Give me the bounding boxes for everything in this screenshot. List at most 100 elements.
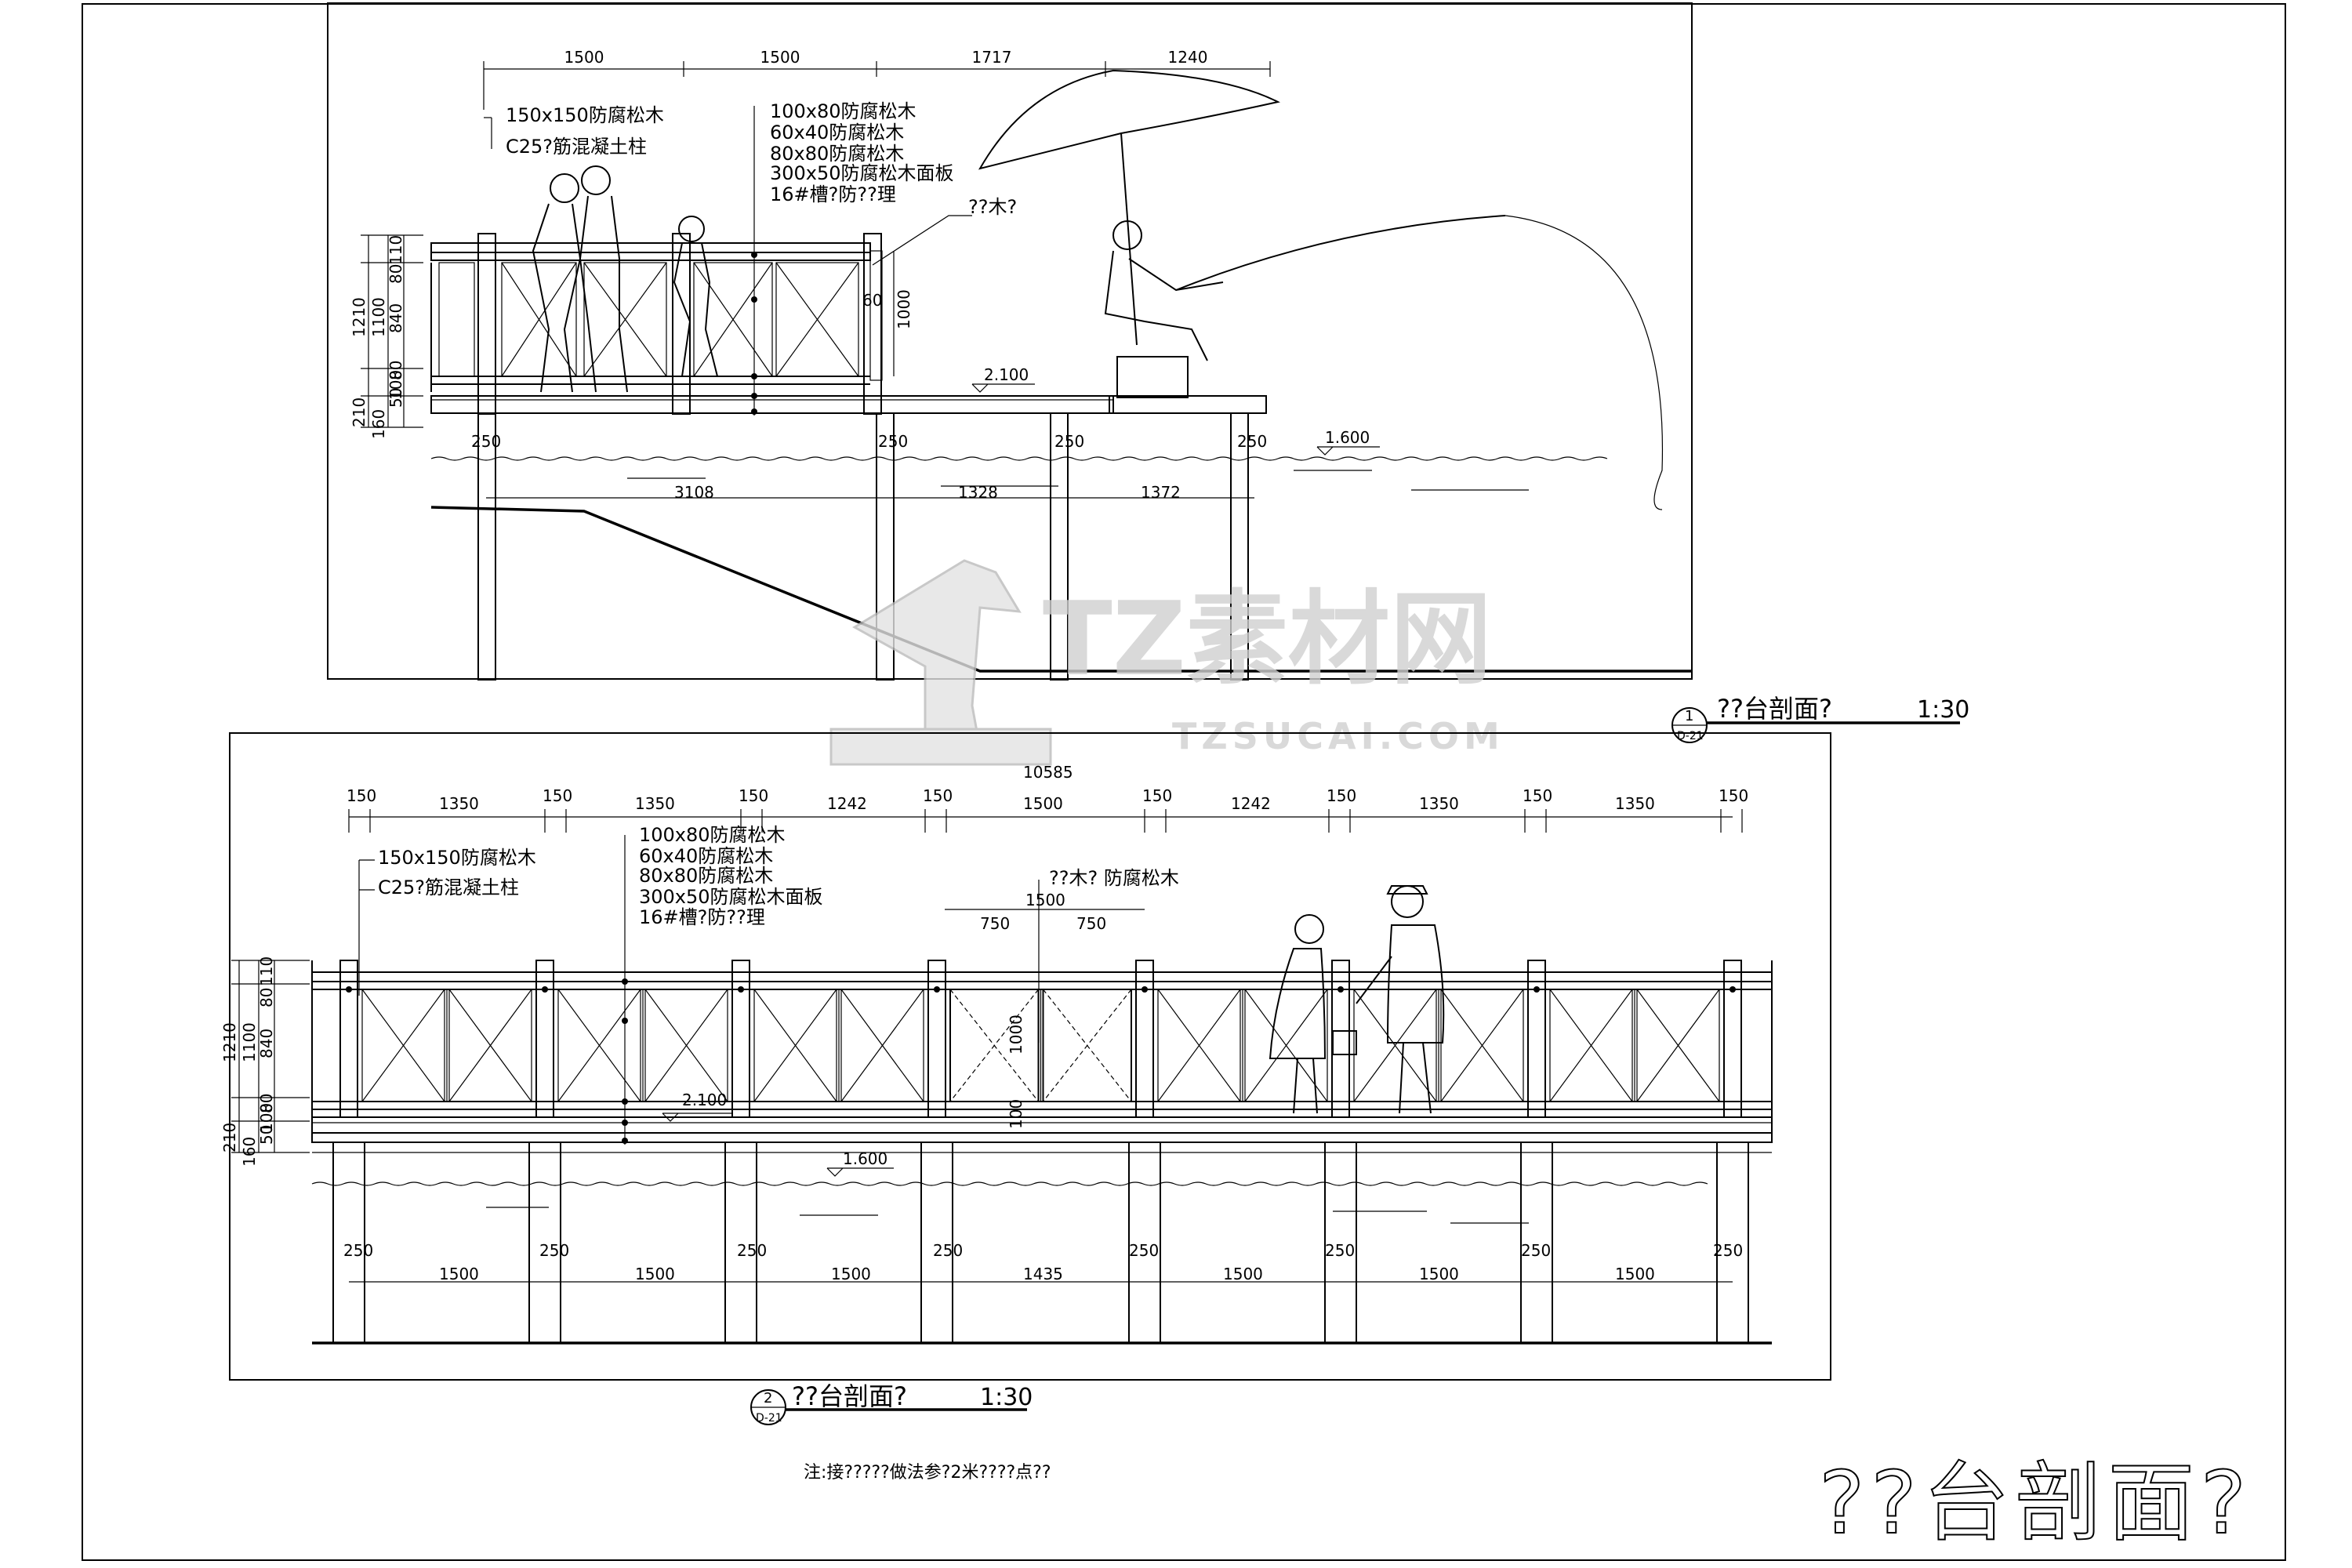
dim2-top-11: 150 (1327, 786, 1356, 805)
post2-dim-1: 250 (343, 1241, 373, 1260)
span2-dim-7: 1500 (1615, 1265, 1655, 1283)
span2-dim-3: 1500 (831, 1265, 871, 1283)
dim2-top-10: 1242 (1231, 794, 1271, 813)
span2-dim-6: 1500 (1419, 1265, 1459, 1283)
brace (949, 989, 1039, 1102)
section-2-ref-sheet: D-21 (756, 1412, 782, 1425)
span-dim-3: 1372 (1141, 483, 1181, 502)
railing-panel (753, 989, 837, 1102)
railing-post (1527, 960, 1546, 1118)
gate2-dim-100: 100 (1007, 1099, 1025, 1129)
note-mid-2: 60x40防腐松木 (770, 122, 904, 143)
gate-panel (949, 989, 1040, 1102)
brace (557, 989, 641, 1102)
dim-top-3: 1717 (972, 48, 1012, 67)
sheet-border (82, 3, 2286, 1561)
water-line-1 (430, 456, 1608, 461)
dim-top-1: 1500 (564, 48, 604, 67)
dim2-top-6: 1242 (827, 794, 867, 813)
dim2-left-210: 210 (220, 1123, 239, 1152)
dim-left-1210: 1210 (350, 297, 368, 337)
dim2-left-80: 80 (257, 988, 276, 1007)
span2-dim-5: 1500 (1223, 1265, 1263, 1283)
section-2-title: ??台剖面? (792, 1381, 907, 1411)
dim-left-80: 80 (387, 264, 405, 284)
anchor-dot (1142, 986, 1148, 993)
anchor-dot (1730, 986, 1736, 993)
dim2-left-80b: 80 (257, 1094, 276, 1113)
brace (753, 989, 837, 1102)
post2-dim-6: 250 (1325, 1241, 1355, 1260)
railing-panel (557, 989, 641, 1102)
gate2-dim-1500: 1500 (1025, 891, 1065, 909)
level-deck-2: 2.100 (682, 1091, 727, 1109)
note-mid-1: 100x80防腐松木 (770, 100, 916, 122)
dim2-top-9: 150 (1142, 786, 1172, 805)
dim-left-210: 210 (350, 397, 368, 427)
note2-mid-4: 300x50防腐松木面板 (639, 886, 823, 908)
note-mid-4: 300x50防腐松木面板 (770, 162, 954, 184)
pile (1324, 1142, 1357, 1344)
dim2-top-1: 150 (347, 786, 376, 805)
railing-panel (1244, 989, 1328, 1102)
section-1-ref-sheet: D-21 (1677, 730, 1704, 742)
railing-post (535, 960, 554, 1118)
dim-top-4: 1240 (1168, 48, 1208, 67)
ground-slope (430, 506, 1692, 673)
post2-dim-4: 250 (933, 1241, 963, 1260)
people-figures-2 (1269, 885, 1445, 1114)
gate-dim-60: 60 (862, 291, 882, 310)
brace (840, 989, 924, 1102)
pile (1716, 1142, 1749, 1344)
brace (1353, 989, 1437, 1102)
pile (1520, 1142, 1553, 1344)
note2-mid-5: 16#槽?防??理 (639, 906, 765, 928)
railing-panel (840, 989, 924, 1102)
section-2-ref-num: 2 (764, 1390, 772, 1406)
note-mid-5: 16#槽?防??理 (770, 183, 896, 205)
dim2-left-160: 160 (240, 1137, 259, 1167)
span2-dim-2: 1500 (635, 1265, 675, 1283)
gate-dim-1000: 1000 (895, 289, 913, 329)
gate2-dim-750b: 750 (1076, 914, 1106, 933)
dim2-top-14: 1350 (1615, 794, 1655, 813)
railing-2 (311, 960, 1773, 1129)
railing-panel (1549, 989, 1633, 1102)
railing-panel (448, 989, 532, 1102)
note2-left-1: 150x150防腐松木 (378, 847, 536, 869)
post2-dim-2: 250 (539, 1241, 569, 1260)
railing-2-panels (361, 989, 1720, 1102)
section-2-frame (229, 732, 1831, 1381)
dim-left-1100: 1100 (369, 297, 388, 337)
pile (1128, 1142, 1161, 1344)
railing-panel (1353, 989, 1437, 1102)
dim2-top-3: 150 (543, 786, 572, 805)
dim2-left-1100: 1100 (240, 1022, 259, 1062)
pile (724, 1142, 757, 1344)
dim-total: 10585 (1023, 763, 1073, 782)
anchor-dot (1534, 986, 1540, 993)
dim-left-100: 100 (387, 370, 405, 400)
brace (644, 989, 728, 1102)
dim2-top-7: 150 (923, 786, 953, 805)
section-1-frame (327, 2, 1693, 680)
post-dim-4: 250 (1237, 432, 1267, 451)
piles-2 (332, 1142, 1749, 1344)
railing-1 (430, 233, 883, 415)
dim2-top-13: 150 (1523, 786, 1552, 805)
railing-panel (1636, 989, 1720, 1102)
dim2-top-12: 1350 (1419, 794, 1459, 813)
note-left-2: C25?筋混凝土柱 (506, 136, 647, 158)
dim-left-840: 840 (387, 303, 405, 333)
brace (448, 989, 532, 1102)
brace (361, 989, 445, 1102)
level-water-2: 1.600 (843, 1149, 887, 1168)
level-deck-1: 2.100 (984, 365, 1029, 384)
anchor-dot (1338, 986, 1344, 993)
dim2-top-8: 1500 (1023, 794, 1063, 813)
brace (1440, 989, 1524, 1102)
note2-gate: ??木? 防腐松木 (1049, 867, 1179, 889)
dim2-left-100: 100 (257, 1103, 276, 1133)
dim2-top-2: 1350 (439, 794, 479, 813)
section-1: 1500 1500 1717 1240 150x150防腐松木 C25?筋混凝土… (327, 2, 1969, 743)
